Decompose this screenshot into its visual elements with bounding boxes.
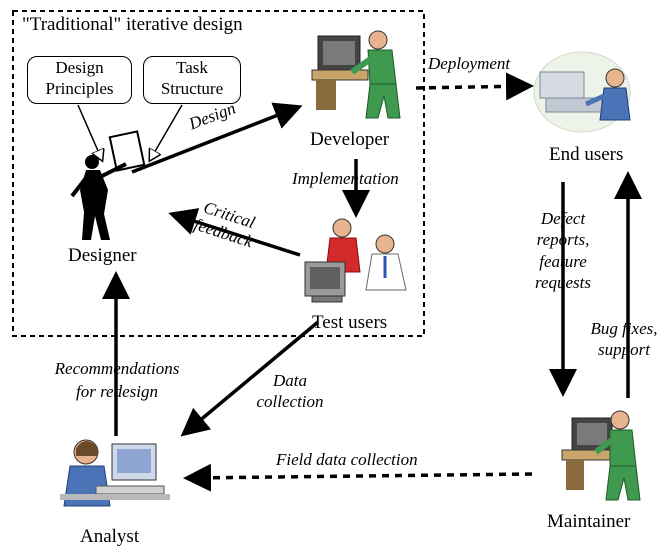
principles-arrow	[77, 104, 102, 160]
recommendations-line-2: for redesign	[75, 381, 158, 401]
data-collection-line-1: Data	[273, 371, 307, 390]
field-data-collection-arrow	[183, 463, 533, 492]
maintainer-label: Maintainer	[547, 511, 631, 532]
field-data-collection-label: Field data collection	[276, 450, 418, 469]
data-collection-label: Data collection	[252, 370, 328, 413]
end-users-label: End users	[549, 144, 624, 165]
developer-label: Developer	[310, 129, 390, 150]
task-structure-line-2: Structure	[160, 79, 224, 99]
analyst-figure-icon	[60, 439, 170, 507]
defect-reports-line-4: requests	[534, 272, 592, 292]
analyst-label: Analyst	[80, 526, 140, 547]
design-principles-box: Design Principles	[27, 56, 132, 104]
deployment-edge-label: Deployment	[428, 54, 511, 73]
bug-fixes-line-1: Bug fixes,	[590, 319, 658, 338]
designer-figure-icon	[70, 130, 146, 240]
iterative-design-frame	[12, 10, 425, 337]
data-collection-line-2: collection	[256, 392, 324, 412]
designer-label: Designer	[68, 245, 137, 266]
design-arrow	[131, 102, 303, 174]
task-structure-box: Task Structure	[143, 56, 241, 104]
defect-reports-line-1: Defect	[540, 209, 586, 228]
bug-fixes-line-2: support	[598, 340, 650, 360]
data-collection-arrow	[180, 320, 320, 437]
test-users-label: Test users	[312, 312, 388, 333]
deployment-arrow	[415, 72, 534, 101]
test-users-figure-icon	[304, 218, 407, 303]
developer-figure-icon	[311, 30, 401, 119]
bug-fixes-label: Bug fixes, support	[580, 318, 668, 361]
recommendations-label: Recommendations for redesign	[12, 358, 222, 404]
frame-title: "Traditional" iterative design	[22, 14, 243, 35]
end-users-figure-icon	[533, 51, 631, 133]
structure-arrow	[150, 104, 183, 160]
critical-feedback-arrow	[168, 208, 301, 257]
defect-reports-label: Defect reports, feature requests	[521, 208, 605, 293]
design-principles-line-1: Design	[55, 58, 104, 77]
defect-reports-line-3: feature	[539, 251, 587, 271]
task-structure-line-1: Task	[176, 58, 208, 77]
maintainer-figure-icon	[561, 410, 641, 501]
implementation-edge-label: Implementation	[292, 169, 399, 188]
recommendations-line-1: Recommendations	[54, 359, 180, 378]
defect-reports-line-2: reports,	[536, 230, 590, 250]
design-principles-line-2: Principles	[45, 79, 114, 99]
